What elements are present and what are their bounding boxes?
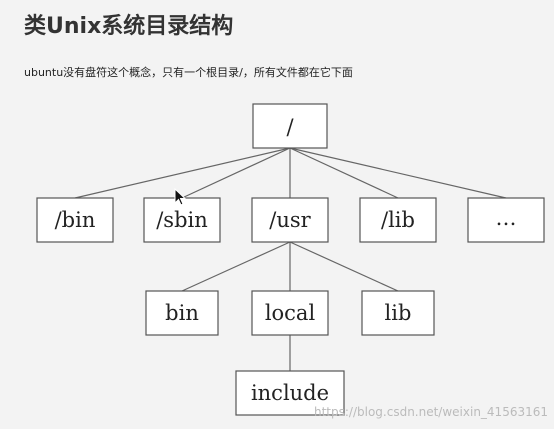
- mouse-cursor-icon: [174, 188, 186, 206]
- node-usr-bin-label: bin: [165, 301, 199, 325]
- slide-title: 类Unix系统目录结构: [24, 14, 234, 39]
- node-usr-bin: bin: [145, 290, 219, 336]
- slide-subtitle: ubuntu没有盘符这个概念，只有一个根目录/，所有文件都在它下面: [24, 66, 353, 79]
- node-sbin-label: /sbin: [156, 208, 208, 232]
- edge-root-lib: [289, 147, 399, 199]
- edge-usr-lib: [289, 241, 399, 292]
- node-sbin: /sbin: [143, 197, 221, 243]
- node-usr: /usr: [251, 197, 329, 243]
- node-usr-local: local: [251, 290, 329, 336]
- edge-root-more: [289, 147, 507, 199]
- node-lib-label: /lib: [381, 208, 415, 232]
- node-root: /: [252, 103, 328, 149]
- node-bin: /bin: [36, 197, 114, 243]
- watermark: https://blog.csdn.net/weixin_41563161: [313, 405, 548, 419]
- node-more: …: [467, 197, 545, 243]
- node-bin-label: /bin: [55, 208, 96, 232]
- node-usr-lib-label: lib: [385, 301, 412, 325]
- node-root-label: /: [286, 115, 294, 139]
- node-include: include: [235, 370, 345, 416]
- edge-root-bin: [74, 147, 291, 199]
- node-lib: /lib: [359, 197, 437, 243]
- node-usr-local-label: local: [265, 301, 316, 325]
- node-usr-label: /usr: [269, 208, 311, 232]
- node-more-label: …: [496, 206, 517, 230]
- node-usr-lib: lib: [361, 290, 435, 336]
- node-include-label: include: [251, 381, 329, 405]
- edge-root-sbin: [181, 147, 291, 199]
- edge-usr-bin: [181, 241, 291, 292]
